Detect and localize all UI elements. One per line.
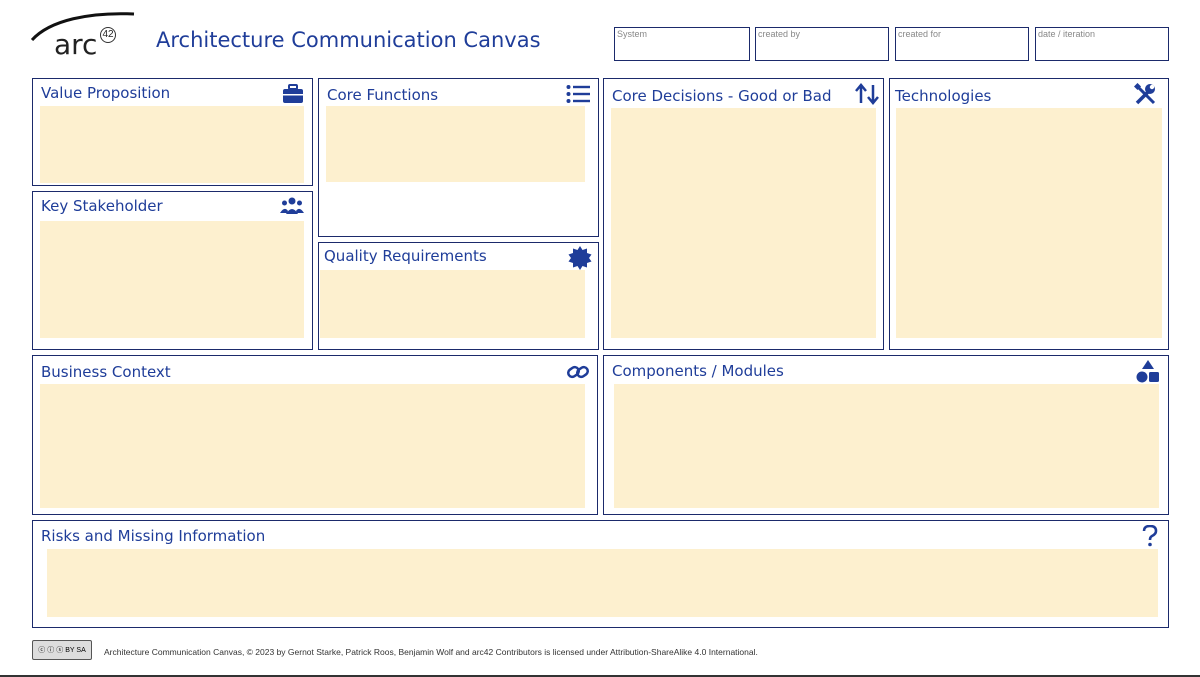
people-icon	[280, 197, 304, 214]
created-by-field[interactable]: created by	[755, 27, 889, 61]
technologies-notes[interactable]	[896, 108, 1162, 338]
key-stakeholder-notes[interactable]	[40, 221, 304, 338]
quality-requirements-title: Quality Requirements	[324, 247, 487, 265]
business-context-notes[interactable]	[40, 384, 585, 508]
license-text: Architecture Communication Canvas, © 202…	[104, 647, 758, 657]
quality-requirements-panel: Quality Requirements	[318, 242, 599, 350]
cc-license-badge[interactable]: ⓒ ⓘ ⓢ BY SA	[32, 640, 92, 660]
components-modules-notes[interactable]	[614, 384, 1159, 508]
value-proposition-notes[interactable]	[40, 106, 304, 183]
date-iteration-field[interactable]: date / iteration	[1035, 27, 1169, 61]
list-icon	[566, 85, 590, 103]
link-icon	[567, 365, 589, 379]
badge-icon	[568, 246, 592, 270]
arc42-logo: arc 42	[30, 12, 140, 62]
risks-notes[interactable]	[47, 549, 1158, 617]
system-field[interactable]: System	[614, 27, 750, 61]
components-modules-panel: Components / Modules	[603, 355, 1169, 515]
question-icon	[1142, 525, 1158, 547]
sa-icon: ⓢ	[56, 647, 64, 654]
key-stakeholder-title: Key Stakeholder	[41, 197, 163, 215]
technologies-panel: Technologies	[889, 78, 1169, 350]
core-functions-panel: Core Functions	[318, 78, 599, 237]
page-title: Architecture Communication Canvas	[156, 28, 541, 52]
briefcase-icon	[283, 84, 303, 103]
system-field-label: System	[617, 29, 648, 39]
risks-panel: Risks and Missing Information	[32, 520, 1169, 628]
created-by-field-label: created by	[758, 29, 801, 39]
value-proposition-panel: Value Proposition	[32, 78, 313, 186]
core-decisions-notes[interactable]	[611, 108, 876, 338]
logo-superscript: 42	[100, 27, 116, 43]
core-functions-notes[interactable]	[326, 106, 585, 182]
cc-icon: ⓒ	[38, 647, 46, 654]
created-for-field[interactable]: created for	[895, 27, 1029, 61]
key-stakeholder-panel: Key Stakeholder	[32, 191, 313, 350]
risks-title: Risks and Missing Information	[41, 527, 266, 545]
components-modules-title: Components / Modules	[612, 362, 784, 380]
date-iteration-field-label: date / iteration	[1038, 29, 1096, 39]
logo-text: arc	[54, 28, 98, 61]
bottom-divider	[0, 675, 1200, 677]
business-context-title: Business Context	[41, 363, 171, 381]
value-proposition-title: Value Proposition	[41, 84, 171, 102]
business-context-panel: Business Context	[32, 355, 598, 515]
quality-requirements-notes[interactable]	[320, 270, 585, 338]
core-decisions-title: Core Decisions - Good or Bad	[612, 87, 832, 105]
cc-license-badge-label: BY SA	[65, 646, 86, 654]
logo-swoosh	[30, 12, 135, 42]
technologies-title: Technologies	[895, 87, 992, 105]
shapes-icon	[1136, 360, 1159, 383]
core-functions-title: Core Functions	[327, 86, 439, 104]
up-down-arrows-icon	[855, 83, 879, 105]
tools-icon	[1134, 83, 1156, 105]
core-decisions-panel: Core Decisions - Good or Bad	[603, 78, 884, 350]
by-icon: ⓘ	[47, 647, 55, 654]
created-for-field-label: created for	[898, 29, 942, 39]
